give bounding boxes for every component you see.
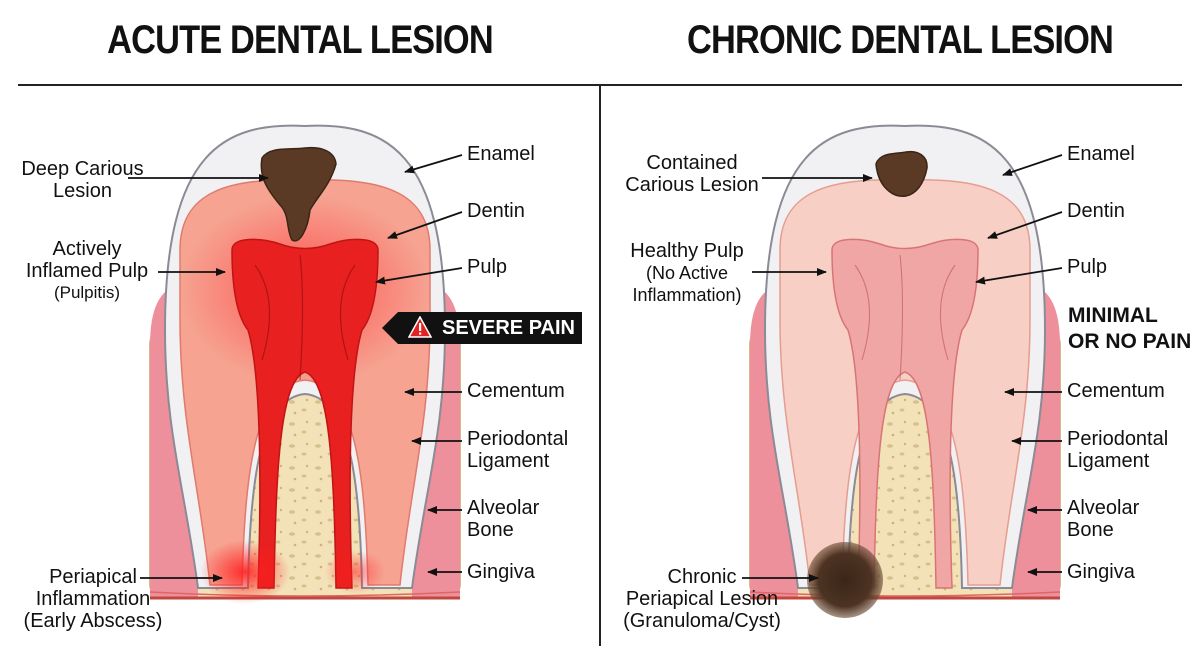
chronic-periapical-label-line2: Periapical Lesion [625, 588, 779, 610]
acute-tooth [149, 124, 461, 604]
chronic-pulp-label-line1: Healthy Pulp [630, 240, 744, 262]
acute-pulp-label-line1: Actively [52, 238, 122, 260]
chronic-enamel-label: Enamel [1067, 143, 1135, 165]
chronic-dentin-label: Dentin [1067, 200, 1125, 222]
acute-periapical-label-line1: Periapical [49, 566, 137, 588]
acute-caries-label: Deep Carious Lesion [20, 158, 145, 202]
acute-periapical-label: Periapical Inflammation (Early Abscess) [18, 566, 168, 632]
chronic-bone-label: Alveolar Bone [1067, 497, 1139, 541]
acute-periapical-label-line2: Inflammation [35, 588, 151, 610]
panel-divider [599, 86, 601, 646]
acute-pulp-label-line3: (Pulpitis) [53, 283, 121, 302]
title-divider [18, 84, 1182, 86]
chronic-pdl-label-line1: Periodontal [1067, 428, 1169, 450]
chronic-carious-lesion [875, 150, 928, 197]
acute-pulp-label: Actively Inflamed Pulp (Pulpitis) [18, 238, 156, 304]
chronic-periapical-label-line3: (Granuloma/Cyst) [623, 610, 781, 632]
acute-caries-label-line1: Deep Carious [21, 158, 144, 180]
chronic-periapical-label-line1: Chronic [667, 566, 737, 588]
minimal-pain-line2: OR NO PAIN [1068, 330, 1192, 353]
chronic-pdl-label-line2: Ligament [1067, 450, 1150, 472]
acute-title: ACUTE DENTAL LESION [107, 18, 494, 62]
acute-bone-label-line2: Bone [467, 519, 514, 541]
acute-pulp-right-label: Pulp [467, 256, 508, 278]
chronic-pulp-label: Healthy Pulp (No Active Inflammation) [622, 240, 752, 306]
chronic-pulp-label-line3: Inflammation) [632, 285, 742, 305]
chronic-title: CHRONIC DENTAL LESION [687, 18, 1114, 62]
warning-triangle-icon [408, 316, 432, 338]
chronic-bone-label-line1: Alveolar [1067, 497, 1140, 519]
acute-pdl-label: Periodontal Ligament [467, 428, 568, 472]
chronic-pulp-right-label: Pulp [1067, 256, 1108, 278]
acute-carious-lesion [260, 146, 337, 242]
chronic-periapical-lesion [807, 542, 883, 618]
acute-enamel-label: Enamel [467, 143, 535, 165]
chronic-caries-label-line1: Contained [646, 152, 738, 174]
chronic-pulp-label-line2: (No Active [645, 263, 729, 283]
chronic-leader-lines [742, 154, 1063, 582]
chronic-bone-label-line2: Bone [1067, 519, 1114, 541]
acute-pdl-label-line1: Periodontal [467, 428, 569, 450]
acute-pdl-label-line2: Ligament [467, 450, 550, 472]
acute-pulp-label-line2: Inflamed Pulp [25, 260, 149, 282]
chronic-pdl-label: Periodontal Ligament [1067, 428, 1168, 472]
acute-dentin-label: Dentin [467, 200, 525, 222]
chronic-caries-label: Contained Carious Lesion [622, 152, 762, 196]
chronic-tooth [749, 124, 1061, 618]
chronic-periapical-label: Chronic Periapical Lesion (Granuloma/Cys… [620, 566, 784, 632]
acute-periapical-inflammation [200, 540, 290, 604]
acute-leader-lines [128, 154, 463, 582]
minimal-pain-line1: MINIMAL [1068, 304, 1158, 327]
minimal-pain-label: MINIMAL OR NO PAIN [1068, 303, 1191, 355]
acute-caries-label-line2: Lesion [53, 180, 112, 202]
chronic-caries-label-line2: Carious Lesion [625, 174, 759, 196]
chronic-cementum-label: Cementum [1067, 380, 1165, 402]
acute-bone-label: Alveolar Bone [467, 497, 539, 541]
acute-bone-label-line1: Alveolar [467, 497, 540, 519]
chronic-gingiva-label: Gingiva [1067, 561, 1135, 583]
acute-gingiva-label: Gingiva [467, 561, 535, 583]
acute-cementum-label: Cementum [467, 380, 565, 402]
acute-periapical-label-line3: (Early Abscess) [23, 610, 163, 632]
